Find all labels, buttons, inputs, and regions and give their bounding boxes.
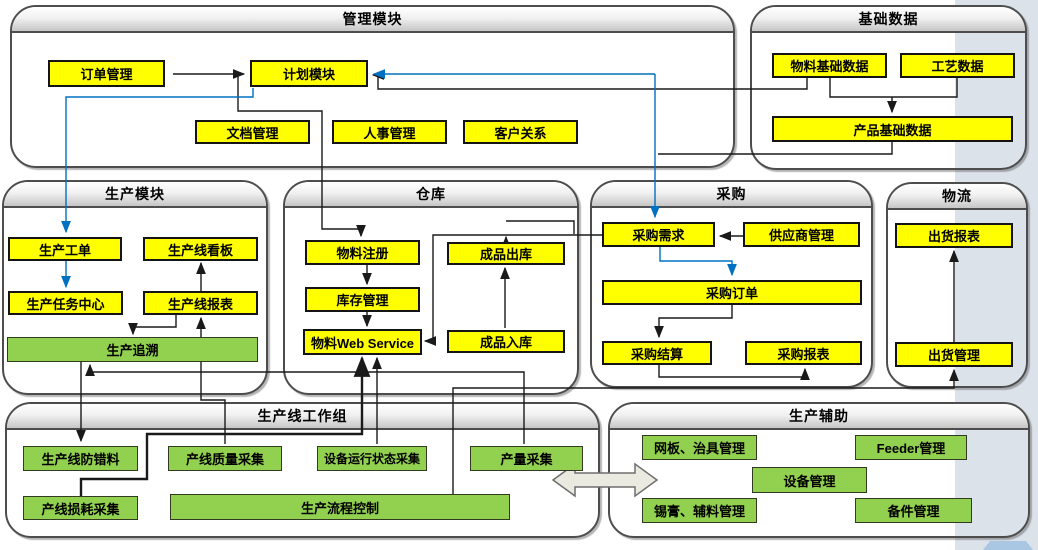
box-material-base-data: 物料基础数据 [772,53,887,78]
box-line-quality-capture: 产线质量采集 [168,446,282,471]
box-production-line-kanban: 生产线看板 [143,237,258,261]
container-logistics: 物流 [886,182,1028,388]
box-material-web-service: 物料Web Service [303,329,422,355]
container-header: 生产模块 [4,182,266,208]
container-header: 仓库 [285,182,577,208]
box-material-registration: 物料注册 [305,240,420,265]
box-inventory-management: 库存管理 [305,287,420,312]
box-purchase-order: 采购订单 [602,280,862,305]
container-title-aux: 生产辅助 [789,408,849,424]
box-process-data: 工艺数据 [900,53,1015,78]
box-plan-module: 计划模块 [250,60,368,87]
box-production-task-center: 生产任务中心 [8,291,123,315]
box-shipment-management: 出货管理 [895,342,1013,367]
box-output-capture: 产量采集 [470,446,583,471]
container-base-data: 基础数据 [750,5,1027,170]
box-purchase-demand: 采购需求 [602,222,715,247]
box-finished-goods-in: 成品入库 [447,330,565,353]
container-production: 生产模块 [2,180,268,395]
box-line-loss-capture: 产线损耗采集 [23,496,138,520]
container-title-production: 生产模块 [105,186,165,202]
background-accent-shape [983,541,1033,550]
box-solder-paste-management: 锡膏、辅料管理 [642,498,757,523]
container-header: 管理模块 [12,7,733,33]
box-hr-management: 人事管理 [332,120,447,144]
background-band [955,0,1038,550]
box-purchase-settlement: 采购结算 [602,341,712,365]
box-spare-parts-management: 备件管理 [855,498,972,523]
box-feeder-management: Feeder管理 [855,435,967,460]
box-equipment-status-capture: 设备运行状态采集 [317,446,427,471]
container-title-warehouse: 仓库 [416,186,446,202]
container-header: 生产线工作组 [7,404,598,430]
container-title-logistics: 物流 [942,188,972,204]
box-product-base-data: 产品基础数据 [772,116,1013,142]
box-line-error-proofing: 生产线防错料 [23,446,138,471]
box-document-management: 文档管理 [195,120,310,144]
box-customer-relations: 客户关系 [463,120,578,144]
box-production-trace: 生产追溯 [7,337,258,362]
box-equipment-management: 设备管理 [752,467,867,493]
box-stencil-fixture-management: 网板、治具管理 [642,435,757,460]
box-production-line-report: 生产线报表 [143,291,258,315]
container-title-workgroup: 生产线工作组 [257,408,348,424]
box-supplier-management: 供应商管理 [743,222,860,247]
container-header: 物流 [888,184,1026,210]
container-title-purchase: 采购 [716,186,747,202]
box-finished-goods-out: 成品出库 [447,242,565,265]
container-header: 生产辅助 [610,404,1028,430]
container-management: 管理模块 [10,5,735,168]
container-title-base-data: 基础数据 [858,11,919,27]
box-purchase-report: 采购报表 [745,341,862,365]
box-order-management: 订单管理 [48,60,165,87]
box-shipment-report: 出货报表 [895,223,1013,248]
box-production-work-order: 生产工单 [8,237,122,261]
container-header: 采购 [592,182,871,208]
container-header: 基础数据 [752,7,1025,33]
box-process-control: 生产流程控制 [170,494,510,520]
container-title-management: 管理模块 [342,11,403,27]
